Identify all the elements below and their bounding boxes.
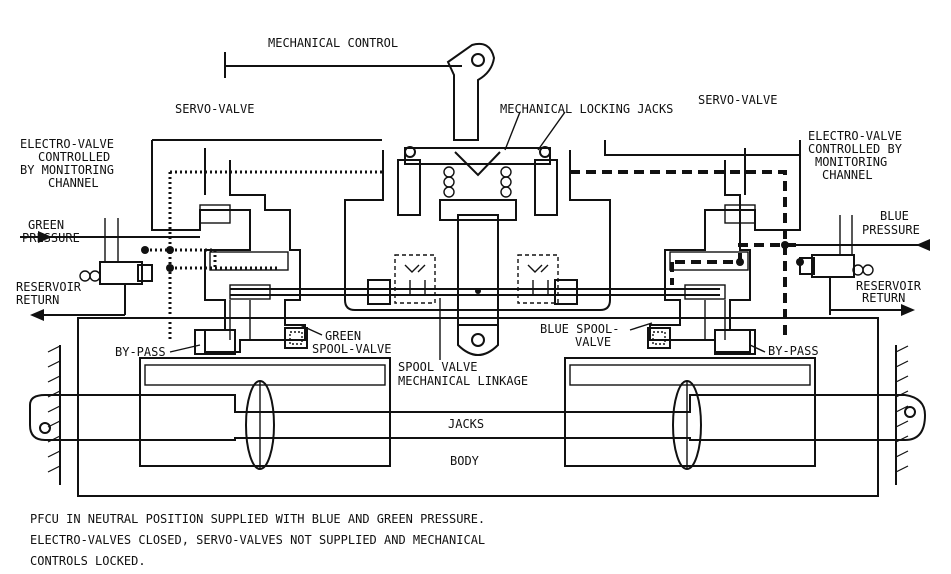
label-electro-valve-left-2: CONTROLLED (38, 150, 110, 164)
label-mechanical-control: MECHANICAL CONTROL (268, 36, 398, 50)
label-spool-valve-linkage-2: MECHANICAL LINKAGE (398, 374, 528, 388)
label-electro-valve-right-3: MONITORING (815, 155, 887, 169)
label-electro-valve-right-2: CONTROLLED BY (808, 142, 903, 156)
caption-line-3: CONTROLS LOCKED. (30, 554, 146, 568)
label-spool-valve-linkage: SPOOL VALVE (398, 360, 477, 374)
caption: PFCU IN NEUTRAL POSITION SUPPLIED WITH B… (30, 512, 485, 568)
label-reservoir-return-right: RESERVOIR (856, 279, 922, 293)
label-electro-valve-right: ELECTRO-VALVE (808, 129, 902, 143)
caption-line-1: PFCU IN NEUTRAL POSITION SUPPLIED WITH B… (30, 512, 485, 526)
label-by-pass-right: BY-PASS (768, 344, 819, 358)
right-hydraulic-block (604, 140, 801, 355)
flow-arrows (20, 231, 930, 321)
actuator-body (77, 317, 879, 497)
left-electro-valve (40, 218, 200, 315)
label-blue-pressure: BLUE (880, 209, 909, 223)
labels: MECHANICAL CONTROL SERVO-VALVE MECHANICA… (16, 36, 922, 468)
label-servo-valve-left: SERVO-VALVE (175, 102, 254, 116)
jacks-rod (29, 380, 927, 470)
label-electro-valve-right-4: CHANNEL (822, 168, 873, 182)
label-blue-spool-valve-2: VALVE (575, 335, 611, 349)
green-circuit (141, 170, 382, 340)
label-green-spool-valve: GREEN (325, 329, 361, 343)
label-by-pass-left: BY-PASS (115, 345, 166, 359)
blue-circuit (570, 170, 804, 340)
caption-line-2: ELECTRO-VALVES CLOSED, SERVO-VALVES NOT … (30, 533, 485, 547)
label-green-pressure: GREEN (28, 218, 64, 232)
label-blue-pressure-2: PRESSURE (862, 223, 920, 237)
right-electro-valve (785, 215, 920, 315)
label-reservoir-return-left: RESERVOIR (16, 280, 82, 294)
leader-lines (169, 111, 766, 353)
label-reservoir-return-right-2: RETURN (862, 291, 905, 305)
label-servo-valve-right: SERVO-VALVE (698, 93, 777, 107)
label-green-spool-valve-2: SPOOL-VALVE (312, 342, 391, 356)
label-green-pressure-2: PRESSURE (22, 231, 80, 245)
mechanical-control-lever (224, 42, 496, 141)
label-electro-valve-left-4: CHANNEL (48, 176, 99, 190)
label-electro-valve-left: ELECTRO-VALVE (20, 137, 114, 151)
label-jacks: JACKS (448, 417, 484, 431)
label-electro-valve-left-3: BY MONITORING (20, 163, 114, 177)
locking-jacks (397, 146, 558, 356)
label-mechanical-locking-jacks: MECHANICAL LOCKING JACKS (500, 102, 673, 116)
label-body: BODY (450, 454, 480, 468)
label-reservoir-return-left-2: RETURN (16, 293, 59, 307)
label-blue-spool-valve: BLUE SPOOL- (540, 322, 619, 336)
left-wall (47, 345, 61, 485)
spool-linkage (230, 254, 720, 360)
central-housing (344, 150, 611, 311)
